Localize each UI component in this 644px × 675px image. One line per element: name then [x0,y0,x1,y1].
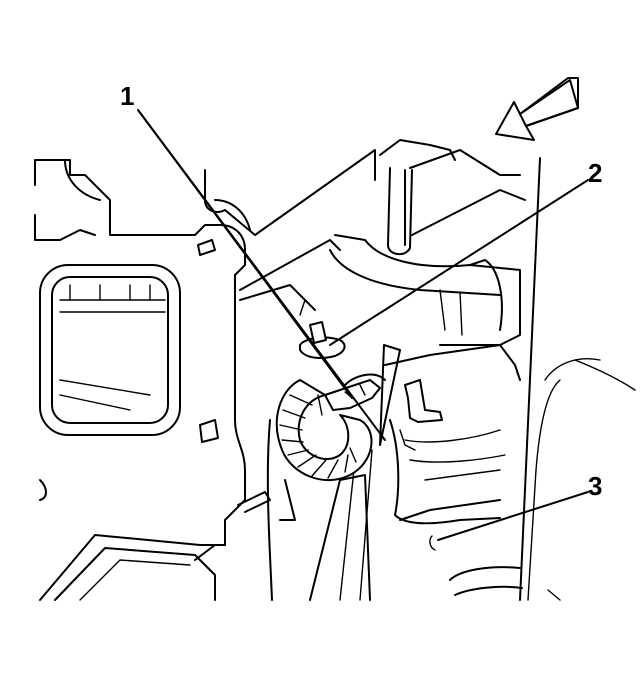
body-panel-edge [519,157,636,601]
callout-label-1: 1 [120,81,134,111]
blower-housing [266,344,523,601]
callout-leaders [137,109,589,551]
air-duct [239,139,526,346]
direction-arrow-icon [495,77,579,141]
mounting-bracket [34,159,271,601]
callout-label-2: 2 [588,158,602,188]
callout-label-3: 3 [588,471,602,501]
harness-clip [324,373,386,411]
wiring-harness [275,379,373,482]
